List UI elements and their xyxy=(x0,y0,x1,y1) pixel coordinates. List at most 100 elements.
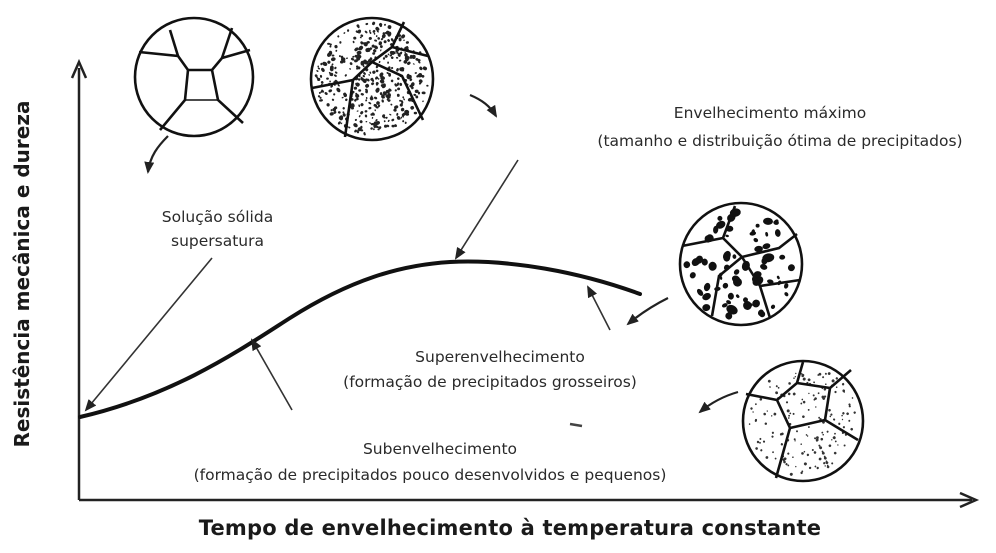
precipitate-dot xyxy=(390,79,394,83)
precipitate-dot xyxy=(349,68,352,70)
precipitate-dot xyxy=(384,23,386,26)
x-axis-arrowhead xyxy=(959,491,980,509)
precipitate-dot xyxy=(358,115,361,118)
precipitate-dot xyxy=(397,53,401,57)
precipitate-dot xyxy=(796,430,798,433)
precipitate-dot xyxy=(391,124,395,128)
precipitate-dot xyxy=(765,232,769,237)
precipitate-dot xyxy=(320,81,324,84)
precipitate-dot xyxy=(806,453,810,457)
precipitate-dot xyxy=(777,386,780,389)
precipitate-dot xyxy=(417,74,421,78)
precipitate-dot xyxy=(371,44,375,48)
precipitate-dot xyxy=(331,98,335,101)
precipitate-dot xyxy=(398,59,402,62)
precipitate-dot xyxy=(726,300,732,305)
precipitate-dot xyxy=(329,72,334,77)
precipitate-dot xyxy=(771,415,773,417)
precipitate-dot xyxy=(329,45,332,48)
precipitate-dot xyxy=(785,401,789,404)
precipitate-dot xyxy=(827,372,831,376)
precipitate-dot xyxy=(817,374,820,376)
precipitate-dot xyxy=(762,253,775,263)
precipitate-dot xyxy=(788,382,791,385)
precipitate-dot xyxy=(390,56,394,60)
precipitate-dot xyxy=(385,95,388,98)
precipitate-dot xyxy=(785,463,788,466)
precipitate-dot xyxy=(378,41,383,46)
precipitate-dot xyxy=(358,47,362,51)
precipitate-dot xyxy=(366,78,370,82)
precipitate-dot xyxy=(806,435,809,437)
precipitate-dot xyxy=(773,412,777,416)
precipitate-dot xyxy=(399,82,403,86)
precipitate-dot xyxy=(818,416,820,419)
precipitate-dot xyxy=(808,426,810,428)
precipitate-dot xyxy=(821,451,825,455)
precipitate-dot xyxy=(375,89,380,92)
precipitate-dot xyxy=(368,106,372,110)
precipitate-dot xyxy=(721,303,728,308)
precipitate-dot xyxy=(838,422,841,425)
precipitate-dot xyxy=(756,440,760,444)
precipitate-dot xyxy=(360,111,364,115)
precipitate-dot xyxy=(776,275,780,280)
precipitate-dot xyxy=(816,466,819,470)
precipitate-dot xyxy=(349,62,353,66)
precipitate-dot xyxy=(755,403,757,406)
precipitate-dot xyxy=(396,93,400,97)
precipitate-dot xyxy=(418,61,421,64)
precipitate-dot xyxy=(783,457,787,461)
precipitate-dot xyxy=(801,374,805,378)
envelhecimento-maximo-line1: Envelhecimento máximo xyxy=(673,104,867,122)
precipitate-dot xyxy=(371,82,375,86)
precipitate-dot xyxy=(800,402,803,405)
precipitate-dot xyxy=(369,96,374,101)
precipitate-dot xyxy=(317,65,320,68)
precipitate-dot xyxy=(831,379,835,383)
precipitate-dot xyxy=(814,465,817,468)
precipitate-dot xyxy=(762,243,771,250)
y-axis-arrowhead xyxy=(70,58,88,79)
precipitate-dot xyxy=(816,436,819,440)
precipitate-dot xyxy=(805,434,808,436)
precipitate-dot xyxy=(360,93,364,96)
precipitate-dot xyxy=(412,63,415,65)
precipitate-dot xyxy=(759,398,763,401)
precipitate-dot xyxy=(376,82,379,85)
precipitate-dot xyxy=(837,444,839,446)
precipitate-dot xyxy=(760,263,768,270)
precipitate-dot xyxy=(381,99,384,103)
precipitate-dot xyxy=(754,419,757,422)
precipitate-dot xyxy=(401,115,405,118)
precipitate-dot xyxy=(368,29,371,32)
precipitate-dot xyxy=(319,96,322,99)
precipitate-dot xyxy=(359,36,362,39)
precipitate-dot xyxy=(789,472,793,476)
precipitate-dot xyxy=(753,271,762,278)
precipitate-dot xyxy=(379,72,384,78)
precipitate-dot xyxy=(396,68,399,72)
precipitate-dot xyxy=(342,113,346,117)
precipitate-dot xyxy=(405,41,409,44)
precipitate-dot xyxy=(386,72,389,75)
precipitate-dot xyxy=(391,66,394,70)
precipitate-dot xyxy=(713,225,719,234)
precipitate-dot xyxy=(846,412,849,416)
precipitate-dot xyxy=(333,93,336,96)
arrow-solucao xyxy=(84,257,213,412)
precipitate-dot xyxy=(812,394,815,397)
precipitate-dot xyxy=(417,58,421,62)
precipitate-dot xyxy=(794,375,796,378)
precipitate-dot xyxy=(356,110,359,112)
precipitate-dot xyxy=(811,449,814,451)
precipitate-dot xyxy=(822,433,824,436)
precipitate-dot xyxy=(356,53,360,57)
precipitate-dot xyxy=(755,223,760,228)
precipitate-dot xyxy=(404,121,407,124)
precipitate-dot xyxy=(404,109,410,114)
precipitate-dot xyxy=(373,121,378,125)
precipitate-dot xyxy=(843,444,846,447)
precipitate-dot xyxy=(735,294,740,298)
curved-arrows xyxy=(144,93,739,414)
